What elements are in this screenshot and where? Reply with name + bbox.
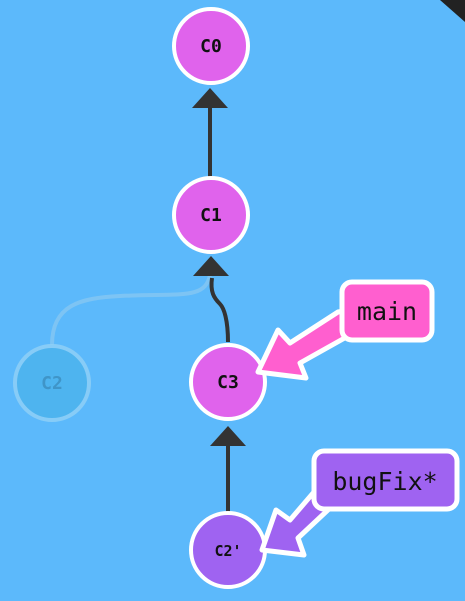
commit-label-c2: C2	[41, 373, 63, 394]
arrowhead-c3-c1	[193, 256, 229, 276]
branch-bugfix[interactable]: bugFix*	[259, 448, 460, 558]
branch-bugfix-box	[311, 448, 460, 512]
edge-c2-c1	[50, 274, 212, 346]
commit-node-c2[interactable]: C2	[13, 344, 91, 422]
commit-label-c3: C3	[217, 372, 239, 393]
branch-main-arrow	[255, 307, 353, 381]
commit-circle-c1	[172, 176, 250, 254]
commit-node-c2prime[interactable]: C2'	[189, 511, 267, 589]
commit-label-c0: C0	[200, 36, 222, 57]
commit-label-c1: C1	[200, 205, 222, 226]
commit-node-c3[interactable]: C3	[189, 343, 267, 421]
arrowhead-c2prime-c3	[210, 426, 246, 446]
branch-main[interactable]: main	[255, 279, 435, 381]
corner-marker	[440, 0, 465, 22]
commit-circle-c3	[189, 343, 267, 421]
branch-main-box	[339, 279, 435, 343]
commit-label-c2prime: C2'	[214, 542, 241, 560]
commit-circle-c2	[13, 344, 91, 422]
branch-main-label: main	[357, 297, 417, 326]
edge-c3-c1	[209, 277, 230, 343]
commit-node-c1[interactable]: C1	[172, 176, 250, 254]
commit-node-c0[interactable]: C0	[172, 7, 250, 85]
branch-bugfix-label: bugFix*	[332, 467, 437, 496]
commit-circle-c0	[172, 7, 250, 85]
arrowhead-c1-c0	[192, 88, 228, 108]
